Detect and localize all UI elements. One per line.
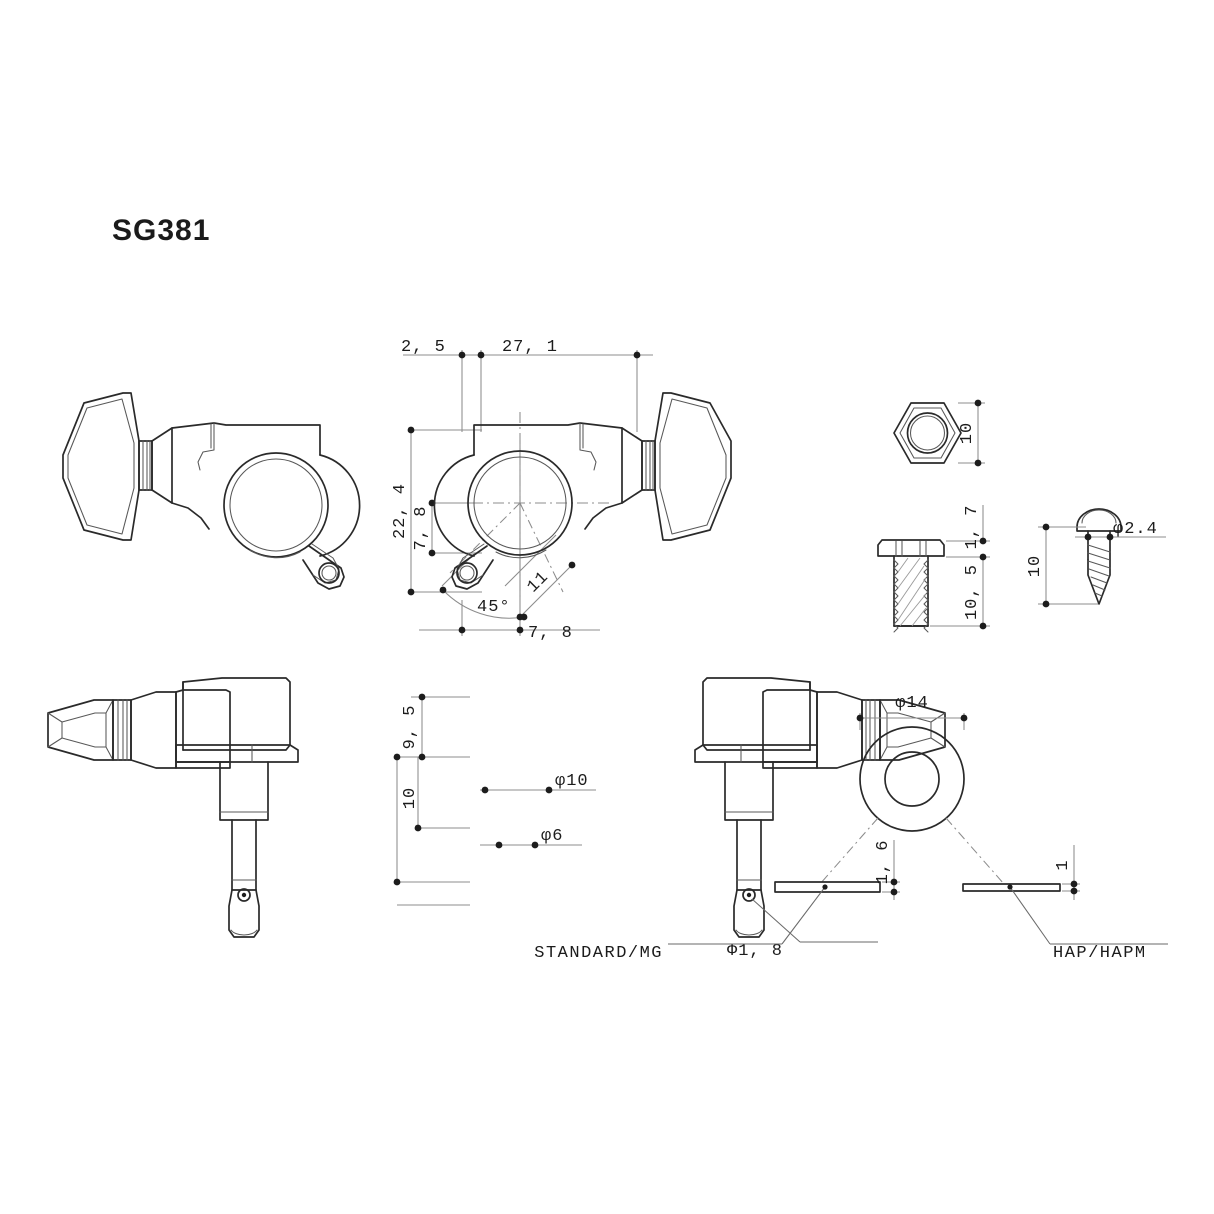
dim-washer-hap-thickness: 1 bbox=[1054, 859, 1073, 870]
dim-post-lower-diameter: φ6 bbox=[541, 827, 563, 846]
view-tuner-top-left bbox=[62, 392, 361, 590]
dim-top-mid-width-bottom: 7, 8 bbox=[528, 624, 573, 643]
view-screw: 10 φ2.4 bbox=[1026, 508, 1166, 608]
dim-bottom-mid-height-body: 9, 5 bbox=[401, 705, 420, 750]
dim-bushing-flange-height: 1, 7 bbox=[963, 505, 982, 550]
label-washer-standard: STANDARD/MG bbox=[534, 944, 663, 963]
dim-washer-standard-thickness: 1, 6 bbox=[874, 840, 893, 885]
dim-washer-outer-diameter: φ14 bbox=[895, 694, 929, 713]
dimension-endpoint-dots bbox=[407, 351, 641, 634]
dim-hex-nut-across-flats: 10 bbox=[958, 422, 977, 444]
view-hex-nut: 10 bbox=[893, 399, 985, 467]
centerlines-top-mid bbox=[430, 412, 612, 600]
dim-top-mid-diagonal: 11 bbox=[524, 568, 553, 597]
dimension-11-diagonal bbox=[504, 534, 573, 618]
dim-bottom-mid-height-post: 10 bbox=[401, 787, 420, 809]
dim-string-hole-diameter: Φ1, 8 bbox=[727, 942, 783, 961]
label-washer-hap: HAP/HAPM bbox=[1053, 944, 1147, 963]
washer-hap-section-bar: 1 HAP/HAPM bbox=[962, 845, 1168, 963]
dim-screw-length: 10 bbox=[1026, 555, 1045, 577]
dimension-lines-bottom-mid bbox=[396, 696, 596, 906]
view-tuner-side-dimensioned: 9, 5 10 φ10 φ6 Φ1, 8 bbox=[393, 677, 946, 961]
washer-standard-section-bar: 1, 6 STANDARD/MG bbox=[534, 840, 900, 963]
dim-top-mid-angle: 45° bbox=[477, 598, 511, 617]
dim-bushing-thread-length: 10, 5 bbox=[963, 564, 982, 620]
dim-top-mid-height-total: 22, 4 bbox=[391, 483, 410, 539]
dimension-endpoint-dots-bottom-mid bbox=[393, 693, 553, 886]
view-washer: φ14 1, 6 STANDARD/MG bbox=[534, 694, 1168, 963]
dim-top-mid-height-partial: 7, 8 bbox=[412, 506, 431, 551]
view-tuner-side-left bbox=[47, 677, 299, 938]
dim-post-upper-diameter: φ10 bbox=[555, 772, 589, 791]
view-bushing: 1, 7 10, 5 bbox=[877, 505, 990, 633]
dim-top-mid-width-total: 27, 1 bbox=[502, 338, 558, 357]
page-title: SG381 bbox=[112, 214, 211, 247]
dimension-lines-top-mid bbox=[403, 350, 653, 636]
view-tuner-top-dimensioned: 2, 5 27, 1 22, 4 7, 8 45° 11 7, 8 bbox=[391, 338, 732, 643]
dim-screw-diameter: φ2.4 bbox=[1113, 520, 1158, 539]
dim-top-mid-width-small: 2, 5 bbox=[401, 338, 446, 357]
